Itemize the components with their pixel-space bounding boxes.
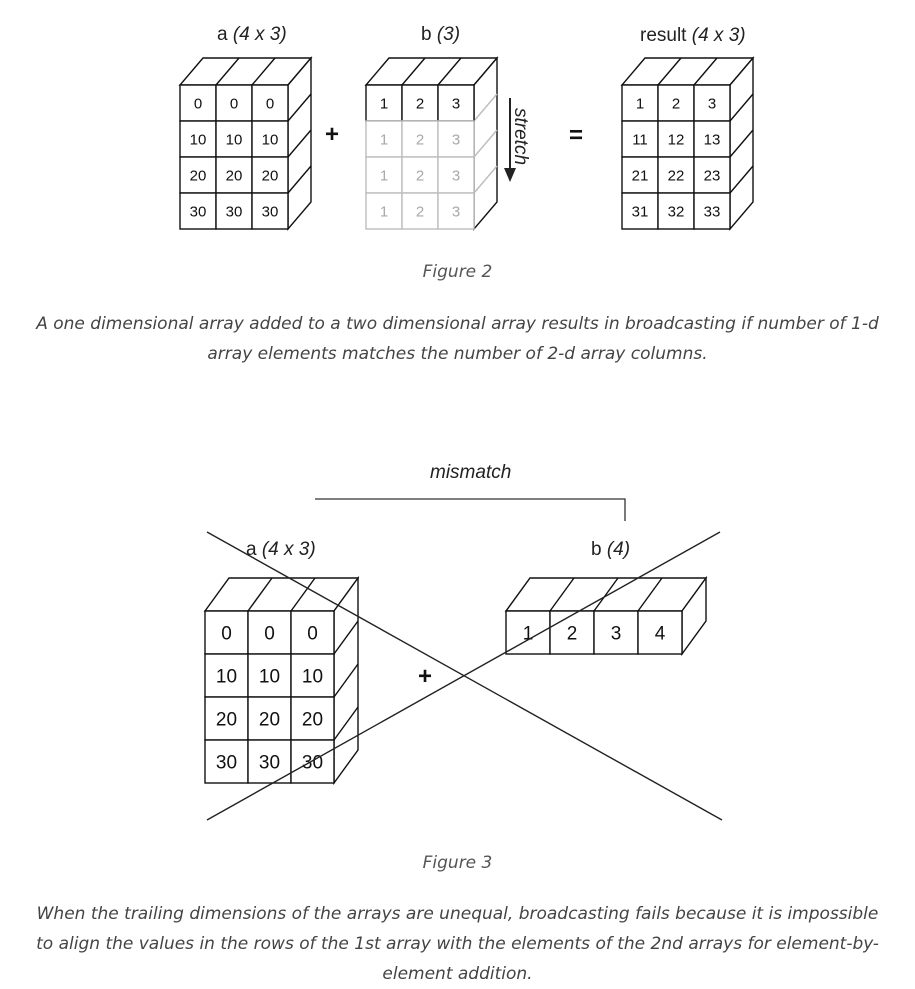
cell-value: 22	[668, 167, 685, 184]
cell-value: 2	[416, 131, 424, 148]
cell-value: 20	[226, 167, 243, 184]
cell-value: 10	[226, 131, 243, 148]
plus-sign: +	[325, 121, 339, 148]
cell-value: 2	[416, 167, 424, 184]
cell-value: 3	[452, 95, 460, 112]
cell-value: 0	[266, 95, 274, 112]
cell-value: 1	[380, 167, 388, 184]
cell-value: 0	[221, 623, 232, 644]
cell-value: 20	[190, 167, 207, 184]
cell-value: 11	[632, 131, 648, 148]
cell-value: 30	[216, 752, 237, 773]
array-a-grid: 0 0 0 10 10 10 20 20 20 30 30 30	[203, 575, 360, 786]
cell-value: 3	[452, 131, 460, 148]
cell-value: 4	[655, 623, 666, 644]
cell-value: 21	[632, 167, 649, 184]
cell-value: 23	[704, 167, 721, 184]
figure-2-caption: A one dimensional array added to a two d…	[36, 314, 879, 364]
cell-value: 2	[567, 623, 578, 644]
cell-value: 30	[259, 752, 280, 773]
cell-value: 0	[307, 623, 318, 644]
array-b-label: b (4)	[591, 539, 630, 560]
array-a-grid: 0 0 0 10 10 10 20 20 20 30 30 30	[178, 56, 313, 231]
cell-value: 10	[302, 666, 323, 687]
array-b-label: b (3)	[421, 24, 460, 45]
cell-value: 30	[190, 203, 207, 220]
cell-value: 33	[704, 203, 721, 220]
cell-value: 20	[259, 709, 280, 730]
cell-value: 0	[230, 95, 238, 112]
cell-value: 20	[262, 167, 279, 184]
cell-value: 1	[380, 203, 388, 220]
cell-value: 3	[452, 167, 460, 184]
cell-value: 30	[262, 203, 279, 220]
cell-value: 20	[216, 709, 237, 730]
array-a-label: a (4 x 3)	[246, 539, 316, 560]
cross-out-mark	[206, 531, 723, 821]
cell-value: 32	[668, 203, 685, 220]
array-a-label: a (4 x 3)	[217, 24, 287, 45]
mismatch-bracket	[315, 498, 626, 521]
cell-value: 2	[672, 95, 680, 112]
cell-value: 3	[611, 623, 622, 644]
cell-value: 30	[302, 752, 323, 773]
cell-value: 1	[523, 623, 534, 644]
cell-value: 10	[190, 131, 207, 148]
cell-value: 1	[380, 95, 388, 112]
cell-value: 31	[632, 203, 649, 220]
cell-value: 3	[708, 95, 716, 112]
cell-value: 30	[226, 203, 243, 220]
cell-value: 13	[704, 131, 721, 148]
cell-value: 2	[416, 203, 424, 220]
figure-3-caption: When the trailing dimensions of the arra…	[36, 904, 879, 984]
cell-value: 1	[380, 131, 388, 148]
result-label: result (4 x 3)	[640, 25, 746, 46]
cell-value: 10	[216, 666, 237, 687]
stretch-label: stretch	[510, 108, 531, 165]
cell-value: 0	[264, 623, 275, 644]
cell-value: 12	[668, 131, 685, 148]
figure-2-title: Figure 2	[422, 262, 493, 282]
cell-value: 10	[262, 131, 279, 148]
array-b-row: 1 2 3 4	[504, 575, 708, 657]
cell-value: 2	[416, 95, 424, 112]
cell-value: 20	[302, 709, 323, 730]
equals-sign: =	[569, 122, 583, 149]
cell-value: 1	[636, 95, 644, 112]
stretch-arrow	[504, 98, 516, 182]
array-b-stretched-grid: 1 2 3 1 2 3 1 2 3 1 2 3	[364, 56, 499, 231]
cell-value: 3	[452, 203, 460, 220]
figure-3-title: Figure 3	[422, 853, 493, 873]
mismatch-label: mismatch	[430, 462, 511, 483]
plus-sign: +	[418, 663, 432, 690]
cell-value: 10	[259, 666, 280, 687]
cell-value: 0	[194, 95, 202, 112]
